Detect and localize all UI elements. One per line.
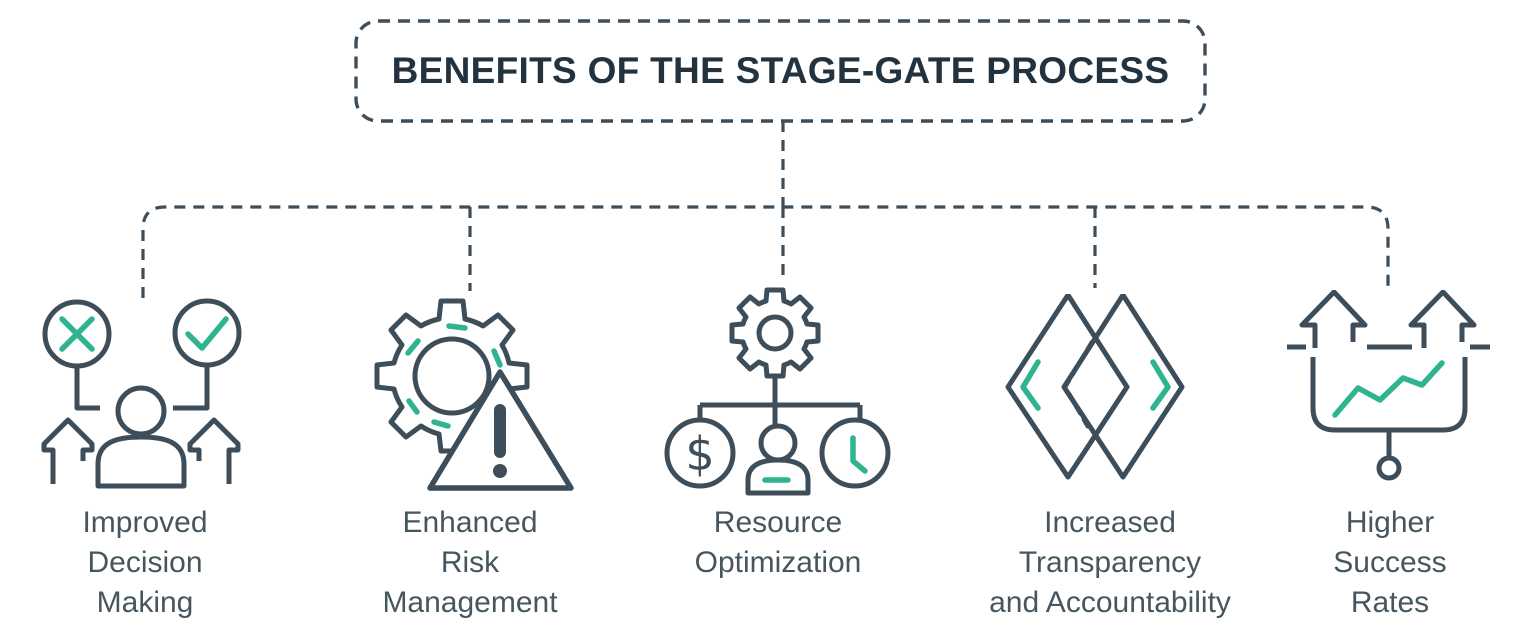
clock-circle: [819, 417, 891, 489]
right-link-line: [173, 365, 210, 411]
label-line: Higher: [1345, 506, 1435, 539]
hierarchy-lines: [697, 376, 863, 426]
label-line: Risk: [440, 546, 500, 579]
label-line: Transparency: [1018, 546, 1202, 579]
page-title: BENEFITS OF THE STAGE-GATE PROCESS: [391, 50, 1170, 91]
person-body: [95, 434, 187, 489]
label-line: Optimization: [694, 546, 862, 579]
dollar-sign: $: [685, 427, 714, 481]
success-arrow-right: [1408, 290, 1477, 348]
worker-head: [758, 423, 798, 463]
label-line: Enhanced: [402, 506, 538, 539]
label-line: Improved: [82, 506, 208, 539]
up-arrow-right: [187, 417, 241, 484]
exclamation-dot: [493, 464, 507, 478]
gear-accent-dashes: [405, 323, 503, 429]
small-gear-outline: [729, 287, 821, 379]
x-mark-icon: [59, 316, 95, 352]
chevron-right-green: [1150, 359, 1171, 411]
label-line: and Accountability: [989, 586, 1231, 619]
gear-hub: [412, 336, 492, 416]
label-line: Management: [382, 586, 558, 619]
hidden-chevron-dashed: [1062, 339, 1095, 433]
approve-circle: [172, 298, 242, 368]
benefit-label-4: Increased Transparency and Accountabilit…: [935, 503, 1285, 623]
overlapping-diamonds-icon: [1005, 294, 1185, 480]
check-mark-icon: [185, 316, 229, 351]
label-line: Decision: [87, 546, 203, 579]
benefit-label-2: Enhanced Risk Management: [350, 503, 590, 623]
clock-hands: [850, 435, 868, 474]
gear-warning-icon: [374, 298, 574, 491]
connector-main-branch: [141, 205, 1390, 298]
small-gear-hub: [756, 314, 794, 352]
label-line: [628, 583, 928, 623]
title-frame: [354, 19, 1207, 123]
left-link-line: [74, 366, 100, 411]
label-line: Resource: [713, 506, 843, 539]
label-line: Making: [96, 586, 194, 619]
person-head: [115, 385, 167, 437]
growth-arrows-chart-icon: [1287, 290, 1490, 481]
success-arrow-left: [1299, 290, 1368, 348]
money-circle: [664, 417, 736, 489]
tray-node: [1376, 455, 1402, 481]
decision-approve-reject-icon: [41, 298, 242, 489]
trend-line-green: [1332, 360, 1445, 418]
diamond-left: [1005, 294, 1130, 480]
label-line: Success: [1333, 546, 1447, 579]
benefit-label-3: Resource Optimization: [628, 503, 928, 623]
benefit-label-1: Improved Decision Making: [25, 503, 265, 623]
gear-money-people-time-icon: $: [664, 287, 891, 496]
label-line: Increased: [1044, 506, 1176, 539]
chevron-left-green: [1020, 359, 1041, 411]
worker-body: [745, 457, 811, 496]
label-line: Rates: [1350, 586, 1430, 619]
benefit-label-5: Higher Success Rates: [1270, 503, 1510, 623]
up-arrow-left: [41, 417, 95, 484]
